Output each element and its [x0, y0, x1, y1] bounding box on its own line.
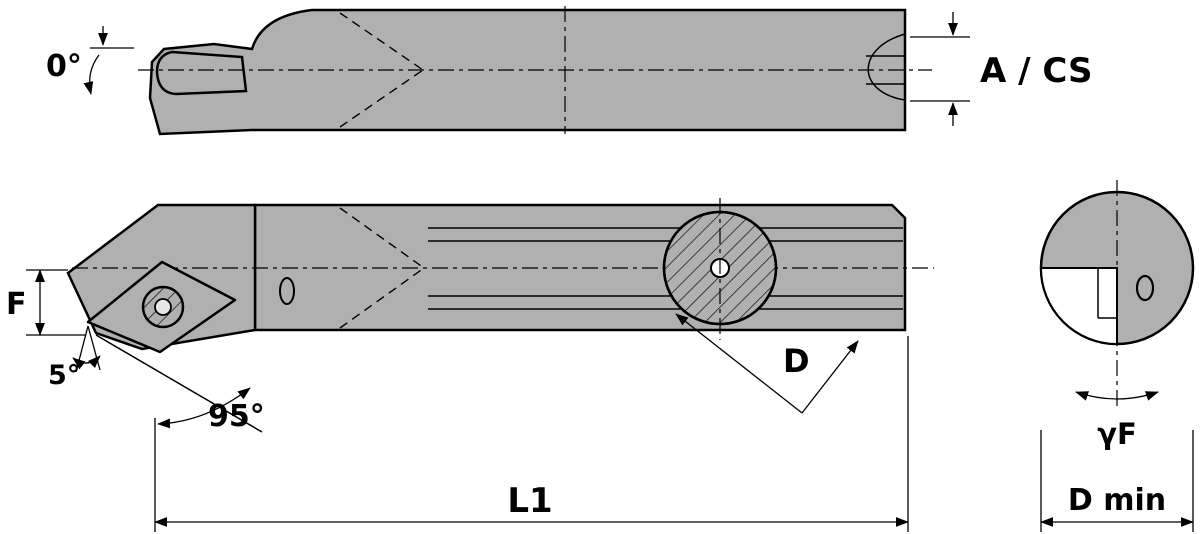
clearance-angle-arc — [72, 355, 101, 370]
label-length-l1: L1 — [507, 481, 552, 521]
label-clearance-5: 5° — [48, 360, 80, 391]
end-view-pocket — [1039, 267, 1118, 346]
end-view: γF D min — [1039, 180, 1195, 532]
zero-deg-swing-arc — [83, 54, 100, 95]
label-d-min: D min — [1068, 483, 1166, 518]
top-view-shank-body — [148, 8, 907, 136]
label-a-cs: A / CS — [980, 51, 1092, 91]
top-view-end-pocket-arc — [867, 33, 906, 101]
top-view-break-line-upper — [339, 12, 424, 71]
front-view-break-line-upper — [339, 207, 425, 269]
top-view: A / CS 0° — [46, 6, 1092, 136]
label-lead-95: 95° — [208, 399, 265, 434]
gamma-f-arc — [1075, 391, 1159, 401]
label-f-offset: F — [6, 287, 27, 322]
d-dim-line-right — [801, 340, 859, 414]
label-rake-angle-0: 0° — [46, 49, 82, 84]
label-diameter-d: D — [783, 342, 810, 380]
top-view-break-line-lower — [339, 69, 424, 128]
clamp-hole — [279, 277, 295, 305]
insert-screw-center — [154, 298, 172, 316]
top-view-insert — [155, 50, 248, 96]
lead-angle-arc — [157, 387, 251, 429]
front-view: D F 5° 95° L1 — [6, 198, 934, 532]
d-dim-line-left — [675, 313, 803, 414]
front-view-break-line-lower — [339, 267, 425, 329]
end-view-hole — [1135, 274, 1155, 302]
label-gamma-f: γF — [1097, 417, 1137, 451]
